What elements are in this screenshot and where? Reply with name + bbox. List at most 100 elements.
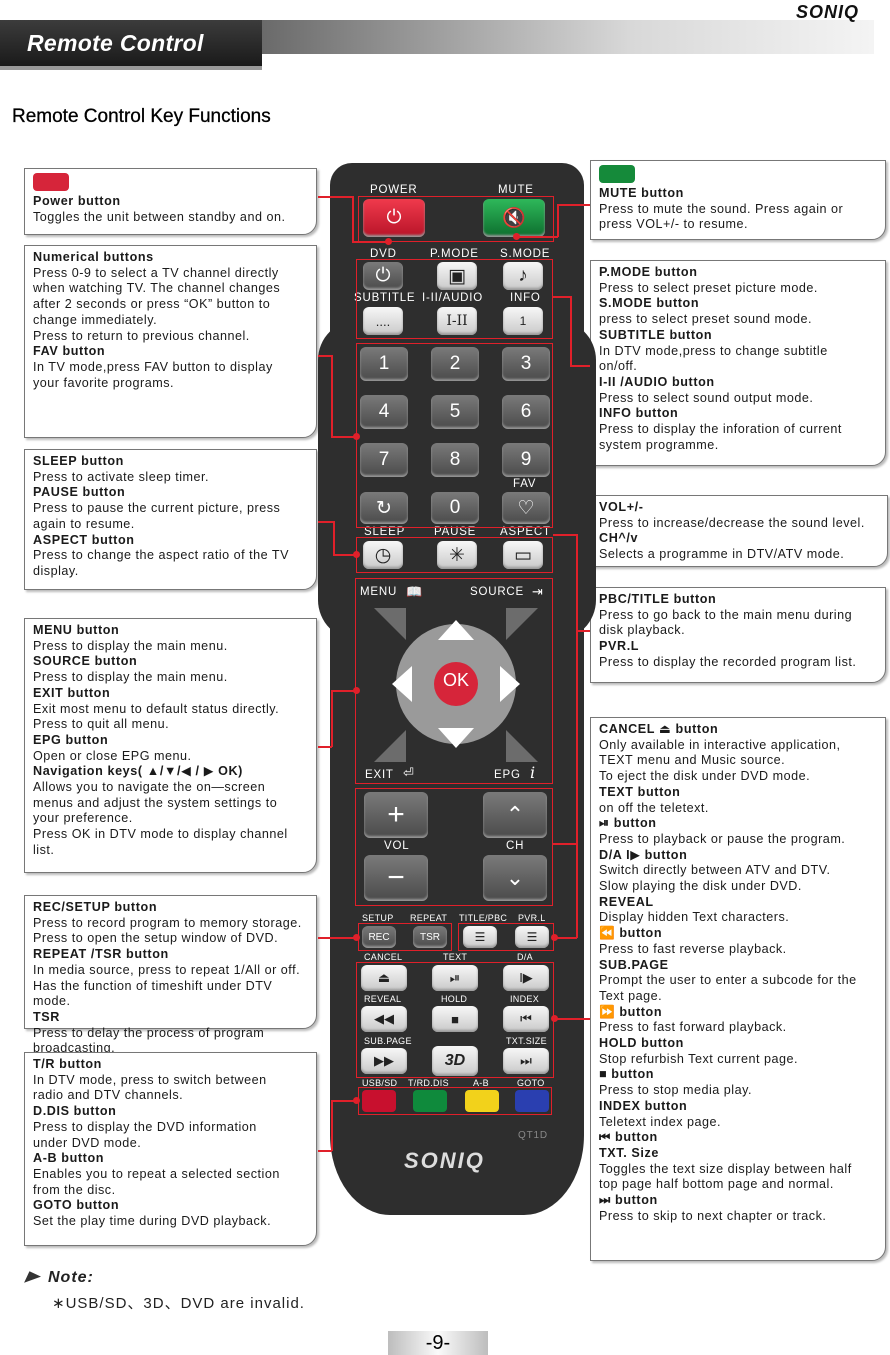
cancel-button[interactable]: ⏏	[361, 965, 407, 991]
label-ch: CH	[506, 840, 525, 852]
key-heading: PBC/TITLE button	[599, 592, 717, 606]
key-description: again to resume.	[33, 516, 135, 531]
key-heading: Power button	[33, 194, 121, 208]
subtitle-button[interactable]: ....	[363, 307, 403, 335]
digit-2-button[interactable]: 2	[431, 347, 479, 381]
skip-back-icon: ⏮	[520, 1011, 532, 1026]
ok-button[interactable]	[434, 662, 478, 706]
ch-down-button[interactable]: ⌄	[483, 855, 547, 901]
vol-down-button[interactable]: −	[364, 855, 428, 901]
digit-3-button[interactable]: 3	[502, 347, 550, 381]
label-repeat: REPEAT	[410, 913, 448, 923]
blue-key-button[interactable]	[515, 1090, 549, 1112]
vol-up-button[interactable]: +	[364, 792, 428, 838]
label-menu: MENU	[360, 586, 398, 598]
tsr-button[interactable]: TSR	[413, 926, 447, 948]
leader-line	[553, 937, 577, 939]
leader-line	[318, 937, 358, 939]
digit-0-button[interactable]: 0	[431, 492, 479, 524]
key-description: list.	[33, 842, 55, 857]
hold-button[interactable]: ■	[432, 1006, 478, 1032]
da-button[interactable]: I▶	[503, 965, 549, 991]
sub-page-button[interactable]: ▶▶	[361, 1048, 407, 1074]
index-button[interactable]: ⏮	[503, 1006, 549, 1032]
key-heading: SOURCE button	[33, 654, 138, 669]
fav-button[interactable]: ♡	[502, 492, 550, 524]
3d-button[interactable]: 3D	[432, 1046, 478, 1076]
sleep-button[interactable]: ◷	[363, 541, 403, 569]
menu-button[interactable]	[374, 608, 424, 658]
digit-5-button[interactable]: 5	[431, 395, 479, 429]
key-description: under DVD mode.	[33, 1135, 142, 1150]
digit-6-button[interactable]: 6	[502, 395, 550, 429]
digit-8-button[interactable]: 8	[431, 443, 479, 477]
down-arrow-icon[interactable]	[438, 728, 474, 748]
leader-line	[518, 236, 558, 238]
digit-7-button[interactable]: 7	[360, 443, 408, 477]
key-description: after 2 seconds or press “OK” button to	[33, 297, 271, 312]
key-description: Exit most menu to default status directl…	[33, 701, 280, 716]
leader-line	[352, 241, 388, 243]
aspect-button[interactable]: ▭	[503, 541, 543, 569]
key-heading: Numerical buttons	[33, 250, 154, 264]
title-pbc-button[interactable]: ☰	[463, 926, 497, 948]
audio-button[interactable]: I-II	[437, 307, 477, 335]
pvr-l-button[interactable]: ☰	[515, 926, 549, 948]
smode-button[interactable]: ♪	[503, 262, 543, 290]
label-text: TEXT	[443, 952, 468, 962]
up-arrow-icon[interactable]	[438, 620, 474, 640]
rec-button[interactable]: REC	[362, 926, 396, 948]
label-sleep: SLEEP	[364, 526, 406, 538]
key-description: Text page.	[599, 988, 663, 1003]
pmode-button[interactable]: ▣	[437, 262, 477, 290]
source-button[interactable]	[488, 608, 538, 658]
left-arrow-icon[interactable]	[392, 666, 412, 702]
leader-line	[331, 1100, 333, 1151]
exit-button[interactable]	[374, 712, 424, 762]
txt-size-button[interactable]: ⏭	[503, 1048, 549, 1074]
key-description: on/off.	[599, 359, 638, 374]
reveal-button[interactable]: ◀◀	[361, 1006, 407, 1032]
label-power: POWER	[370, 184, 418, 196]
key-description: Stop refurbish Text current page.	[599, 1051, 798, 1066]
pause-button[interactable]: ✳	[437, 541, 477, 569]
recall-button[interactable]: ↻	[360, 492, 408, 524]
key-heading: PAUSE button	[33, 485, 126, 500]
digit-1-button[interactable]: 1	[360, 347, 408, 381]
key-description: Press 0-9 to select a TV channel directl…	[33, 265, 279, 280]
label-ab: A-B	[473, 1078, 489, 1088]
key-description: from the disc.	[33, 1182, 116, 1197]
key-description: Only available in interactive applicatio…	[599, 737, 841, 752]
ch-up-button[interactable]: ⌃	[483, 792, 547, 838]
key-description: Press to playback or pause the program.	[599, 831, 846, 846]
key-description: In DTV mode,press to change subtitle	[599, 343, 828, 358]
mute-button[interactable]: 🔇	[483, 199, 545, 237]
info-button[interactable]: 1	[503, 307, 543, 335]
leader-line	[333, 554, 357, 556]
yellow-key-button[interactable]	[465, 1090, 499, 1112]
key-description: Set the play time during DVD playback.	[33, 1214, 272, 1229]
key-heading: MENU button	[33, 623, 120, 637]
digit-9-button[interactable]: 9	[502, 443, 550, 477]
label-mute: MUTE	[498, 184, 534, 196]
key-description: Press to change the aspect ratio of the …	[33, 548, 289, 563]
key-description: Press to select preset picture mode.	[599, 280, 818, 295]
epg-button[interactable]	[488, 712, 538, 762]
right-arrow-icon[interactable]	[500, 666, 520, 702]
highlight-vol-ch	[355, 788, 553, 906]
leader-line	[318, 1150, 332, 1152]
green-key-button[interactable]	[413, 1090, 447, 1112]
key-description: To eject the disk under DVD mode.	[599, 769, 811, 784]
red-key-button[interactable]	[362, 1090, 396, 1112]
label-sub-page: SUB.PAGE	[364, 1036, 412, 1046]
dvd-button[interactable]: ⏻	[363, 262, 403, 290]
key-description: Toggles the text size display between ha…	[599, 1161, 852, 1176]
play-pause-button[interactable]: ⏯	[432, 965, 478, 991]
label-reveal: REVEAL	[364, 994, 402, 1004]
power-button[interactable]: ⏻	[363, 199, 425, 237]
digit-4-button[interactable]: 4	[360, 395, 408, 429]
picture-icon: ▣	[448, 265, 466, 287]
